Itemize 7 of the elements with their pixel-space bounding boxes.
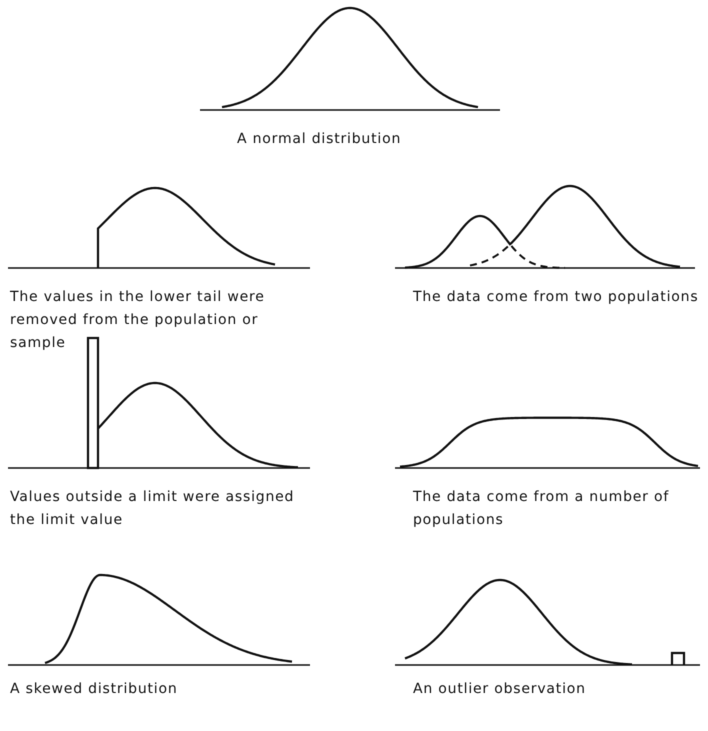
caption-text: The data come from two populations (413, 288, 700, 307)
caption-text: Values outside a limit were assigned the limit value (10, 488, 296, 530)
caption-text: The data come from a number of populations (413, 488, 670, 530)
caption-text: The values in the lower tail were removed from the population or sample (10, 288, 266, 353)
caption-text: A normal distribution (237, 130, 402, 149)
caption-text: A skewed distribution (10, 680, 179, 699)
caption-text: An outlier observation (413, 680, 587, 699)
